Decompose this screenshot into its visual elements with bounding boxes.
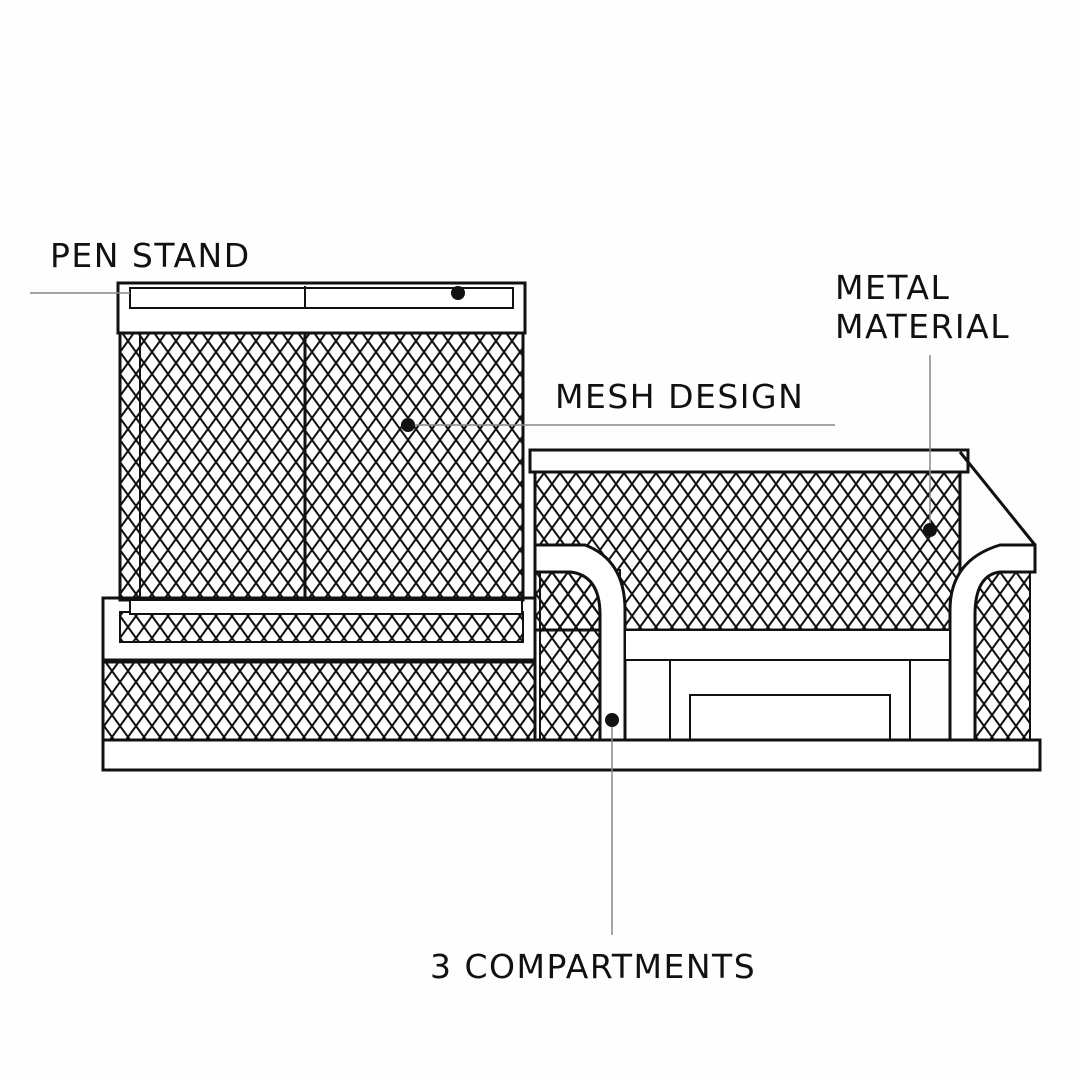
callout-mesh-design <box>401 418 835 432</box>
callout-metal-material <box>923 355 937 537</box>
callout-compartments <box>605 713 619 935</box>
pen-stand <box>116 281 527 602</box>
callout-pen-stand <box>30 286 465 300</box>
label-3-compartments: 3 COMPARTMENTS <box>430 947 757 986</box>
label-pen-stand: PEN STAND <box>50 236 251 275</box>
label-mesh-design: MESH DESIGN <box>555 377 805 416</box>
base-plate <box>101 738 1042 772</box>
label-metal-material-line1: METAL <box>835 268 951 307</box>
label-metal-material-line2: MATERIAL <box>835 307 1011 346</box>
front-tray <box>101 596 537 747</box>
right-tray <box>528 448 1037 742</box>
